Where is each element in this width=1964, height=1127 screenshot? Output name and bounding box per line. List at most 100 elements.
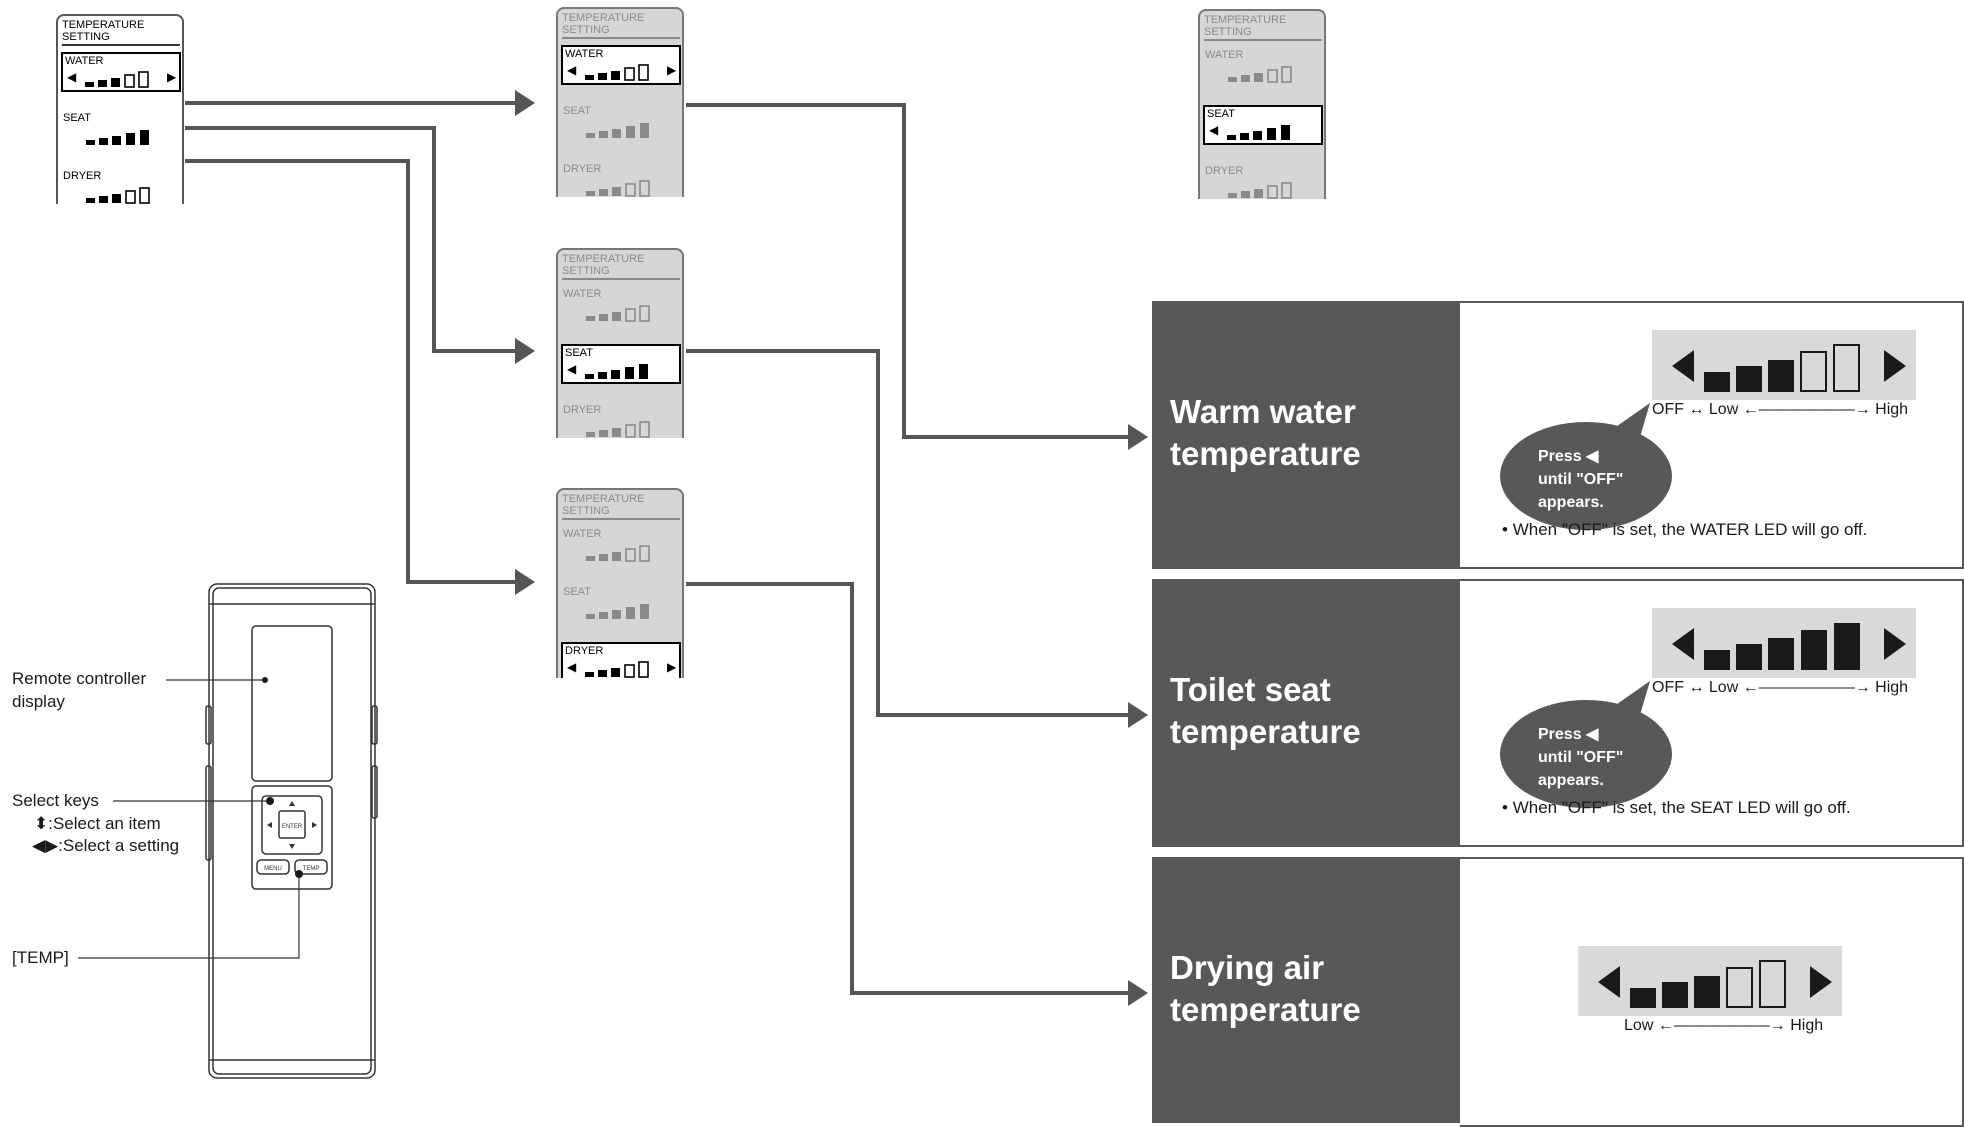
level-bars [86,187,150,204]
left-arrow-icon [1672,350,1694,382]
arrowhead [515,90,535,116]
level-bars [1227,125,1290,140]
lcd-item-label: WATER [563,288,602,300]
lcd-title: TEMPERATURE SETTING [562,253,680,280]
select-keys-label: Select keys [12,791,99,810]
remote-controller: ENTER MENU TEMP [78,583,378,1079]
right-arrow-icon [1810,966,1832,998]
level-bars [1228,182,1292,199]
menu-key-label: MENU [264,866,282,872]
lcd-item-label: WATER [565,48,604,60]
press-bubble: Press ◀ until "OFF" appears. [1500,422,1672,530]
lcd-item-dryer: DRYER ◀ ▶ [561,642,681,678]
menu-key [256,859,290,875]
level-bars [586,123,649,138]
lcd-item-label: DRYER [563,404,602,416]
level-bars [586,545,650,562]
left-arrow-icon [1672,628,1694,660]
row-content-water: OFF ↔ Low ←——————→ High Press ◀ until "O… [1460,301,1964,569]
down-key-icon [289,844,295,849]
row-label-seat: Toilet seat temperature [1152,579,1460,847]
lcd-item-water: WATER [558,286,682,326]
level-bars [85,71,149,88]
row-label-dryer: Drying air temperature [1152,857,1460,1123]
scale-low: Low [1624,1017,1654,1034]
temp-key-label: TEMP [303,866,320,872]
double-arrow-icon: ↔ [1684,679,1709,696]
right-arrow-icon [1884,350,1906,382]
lcd-title: TEMPERATURE SETTING [562,493,680,520]
lcd-item-label: SEAT [563,586,591,598]
left-arrow-icon: ◀ [67,70,77,84]
note-text: When "OFF" is set, the WATER LED will go… [1512,520,1868,539]
lcd-item-label: WATER [65,55,104,67]
lcd-item-label: SEAT [563,105,591,117]
left-right-icon: ◀▶ [32,836,59,855]
arrowhead [1128,424,1148,450]
connector-to-dryer-row [686,582,1128,995]
select-keys-pad [261,795,323,855]
lcd-item-label: WATER [1205,49,1244,61]
lcd-item-label: DRYER [63,170,102,182]
right-arrow-icon: ▶ [667,63,677,77]
leader-temp [78,874,300,959]
lcd-item-label: DRYER [563,163,602,175]
lcd-item-water: WATER [1200,47,1324,87]
long-arrow-icon: ←——————→ [1738,679,1876,696]
lcd-water-selected: TEMPERATURE SETTING WATER ◀ ▶ SEAT DRYER [556,7,684,197]
scale-row: OFF ↔ Low ←——————→ High [1652,679,1908,697]
level-bars [586,604,649,619]
level-gauge [1652,330,1916,400]
up-down-icon: ⬍ [34,814,49,833]
arrowhead [1128,980,1148,1006]
scale-low: Low [1708,679,1739,696]
row-content-seat: OFF ↔ Low ←——————→ High Press ◀ until "O… [1460,579,1964,847]
connector-dryer [185,159,515,584]
select-setting-line: ◀▶:Select a setting [32,834,179,857]
right-arrow-icon: ▶ [667,660,677,674]
lcd-main: TEMPERATURE SETTING WATER ◀ ▶ SEAT DRYER [56,14,184,204]
connector-to-seat-row [686,349,1128,717]
level-gauge [1652,608,1916,678]
level-bars [1228,66,1292,83]
connector-to-water-row [686,103,1128,439]
right-key-icon [312,822,317,828]
level-gauge [1578,946,1842,1016]
gauge-bars [1630,960,1786,1008]
row-title: Toilet seat temperature [1170,671,1361,750]
lcd-dryer-selected: TEMPERATURE SETTING WATER SEAT DRYER ◀ ▶ [556,488,684,678]
lcd-item-seat: SEAT [58,110,182,150]
long-arrow-icon: ←——————→ [1653,1017,1791,1034]
remote-display-label: Remote controller display [12,669,147,711]
scale-row: Low ←——————→ High [1624,1017,1823,1035]
scale-off: OFF [1652,679,1684,696]
select-item-line: ⬍:Select an item [34,812,161,835]
level-bars [586,421,650,438]
enter-key-label: ENTER [282,824,303,830]
lcd-item-dryer: DRYER [1200,163,1324,199]
lcd-title: TEMPERATURE SETTING [1204,14,1322,41]
lcd-title: TEMPERATURE SETTING [562,12,680,39]
left-arrow-icon [1598,966,1620,998]
lcd-item-label: SEAT [565,347,593,359]
scale-high: High [1790,1017,1824,1034]
lcd-item-dryer: DRYER [558,161,682,197]
lcd-seat-selected: TEMPERATURE SETTING WATER SEAT ◀ DRYER [556,248,684,438]
left-arrow-icon: ◀ [567,660,577,674]
lcd-item-water: WATER ◀ ▶ [561,45,681,85]
scale-low: Low [1708,401,1739,418]
lcd-title: TEMPERATURE SETTING [62,19,180,46]
lcd-item-label: SEAT [1207,108,1235,120]
lcd-item-label: DRYER [565,645,604,657]
select-setting-text: :Select a setting [58,836,180,855]
level-bars [586,305,650,322]
select-item-text: :Select an item [48,814,161,833]
bubble-text: Press ◀ until "OFF" appears. [1538,448,1624,511]
row-title: Warm water temperature [1170,393,1361,472]
row-title: Drying air temperature [1170,949,1361,1028]
gauge-bars [1704,623,1860,670]
lcd-item-seat: SEAT [558,584,682,624]
lcd-item-seat: SEAT ◀ [1203,105,1323,145]
level-bars [585,64,649,81]
